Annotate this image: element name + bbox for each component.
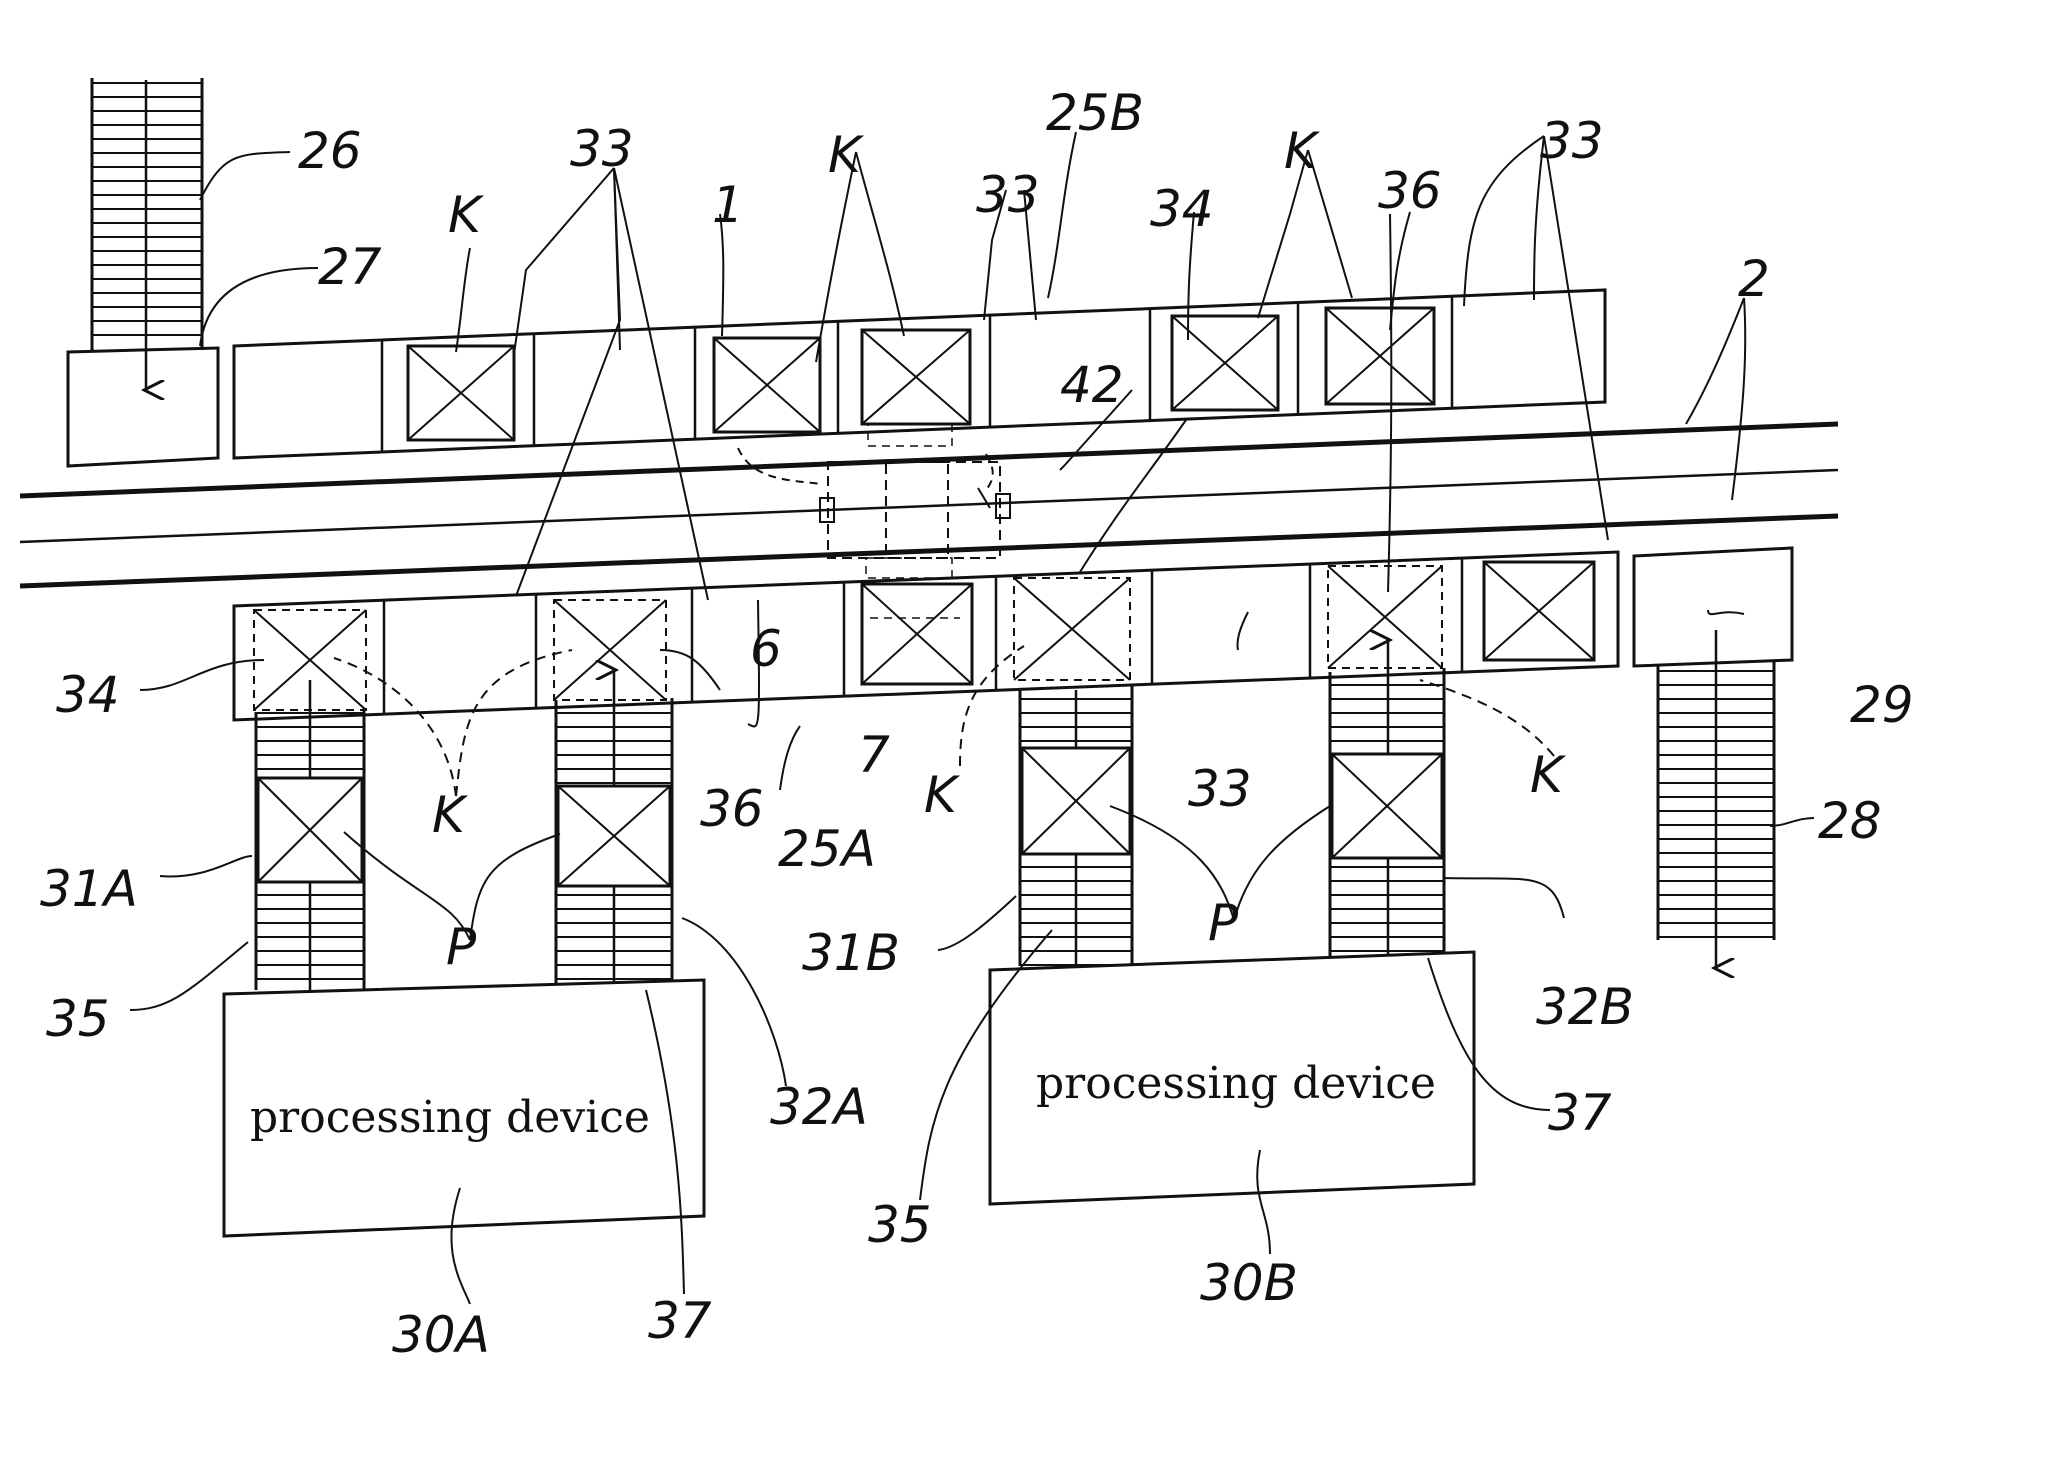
ref-1: 1 <box>712 176 744 234</box>
processing-device-label-a: processing device <box>250 1092 650 1143</box>
ref-25A: 25A <box>778 820 876 878</box>
ref-k-low-a: K <box>432 786 469 844</box>
ref-p-left: P <box>446 918 477 976</box>
station-29 <box>1634 548 1792 666</box>
ref-36-low: 36 <box>700 780 764 838</box>
ref-35-left: 35 <box>46 990 110 1048</box>
ref-37-right: 37 <box>1548 1084 1612 1142</box>
ref-27: 27 <box>318 238 382 296</box>
supply-conveyor-26 <box>92 78 202 390</box>
ref-37-left: 37 <box>648 1292 712 1350</box>
ref-33-top-c: 33 <box>1540 112 1604 170</box>
ref-2: 2 <box>1738 250 1770 308</box>
conveyor-31A <box>256 680 364 1036</box>
article-k-lower-4 <box>1014 578 1130 680</box>
ref-7: 7 <box>858 726 890 784</box>
ref-k-top-mid: K <box>828 126 865 184</box>
ref-30B: 30B <box>1200 1254 1298 1312</box>
ref-31A: 31A <box>40 860 138 918</box>
article-k-upper-1 <box>408 346 514 440</box>
ref-33-top-a: 33 <box>570 120 634 178</box>
ref-42: 42 <box>1060 356 1124 414</box>
conveyor-31B <box>1020 686 1132 1010</box>
processing-device-30B: processing device <box>990 952 1474 1204</box>
ref-6: 6 <box>750 620 782 678</box>
article-k-lower-5 <box>1328 566 1442 668</box>
ref-32B: 32B <box>1536 978 1634 1036</box>
ref-k-top-right: K <box>1284 122 1321 180</box>
delivery-conveyor-28 <box>1658 630 1774 968</box>
ref-35-right: 35 <box>868 1196 932 1254</box>
ref-34-left: 34 <box>56 666 120 724</box>
article-k-upper-2 <box>714 338 820 432</box>
ref-k-low-c: K <box>1530 746 1567 804</box>
ref-28: 28 <box>1818 792 1882 850</box>
ref-34-top: 34 <box>1150 180 1214 238</box>
ref-29: 29 <box>1850 676 1914 734</box>
ref-p-right: P <box>1208 894 1239 952</box>
ref-k-low-b: K <box>924 766 961 824</box>
ref-36-top: 36 <box>1378 162 1442 220</box>
processing-device-label-b: processing device <box>1036 1058 1436 1109</box>
article-k-lower-6 <box>1484 562 1594 660</box>
ref-26: 26 <box>298 122 362 180</box>
conveyor-32A <box>556 670 672 1030</box>
ref-33-low: 33 <box>1188 760 1252 818</box>
ref-30A: 30A <box>392 1306 490 1364</box>
article-k-upper-5 <box>1326 308 1434 404</box>
station-27 <box>68 348 218 466</box>
article-k-lower-3 <box>862 584 972 684</box>
ref-k-top-left: K <box>448 186 485 244</box>
conveyor-32B <box>1330 640 1444 1000</box>
ref-32A: 32A <box>770 1078 868 1136</box>
ref-33-top-b: 33 <box>976 166 1040 224</box>
processing-device-30A: processing device <box>224 980 704 1236</box>
ref-25B: 25B <box>1046 84 1144 142</box>
ref-31B: 31B <box>802 924 900 982</box>
